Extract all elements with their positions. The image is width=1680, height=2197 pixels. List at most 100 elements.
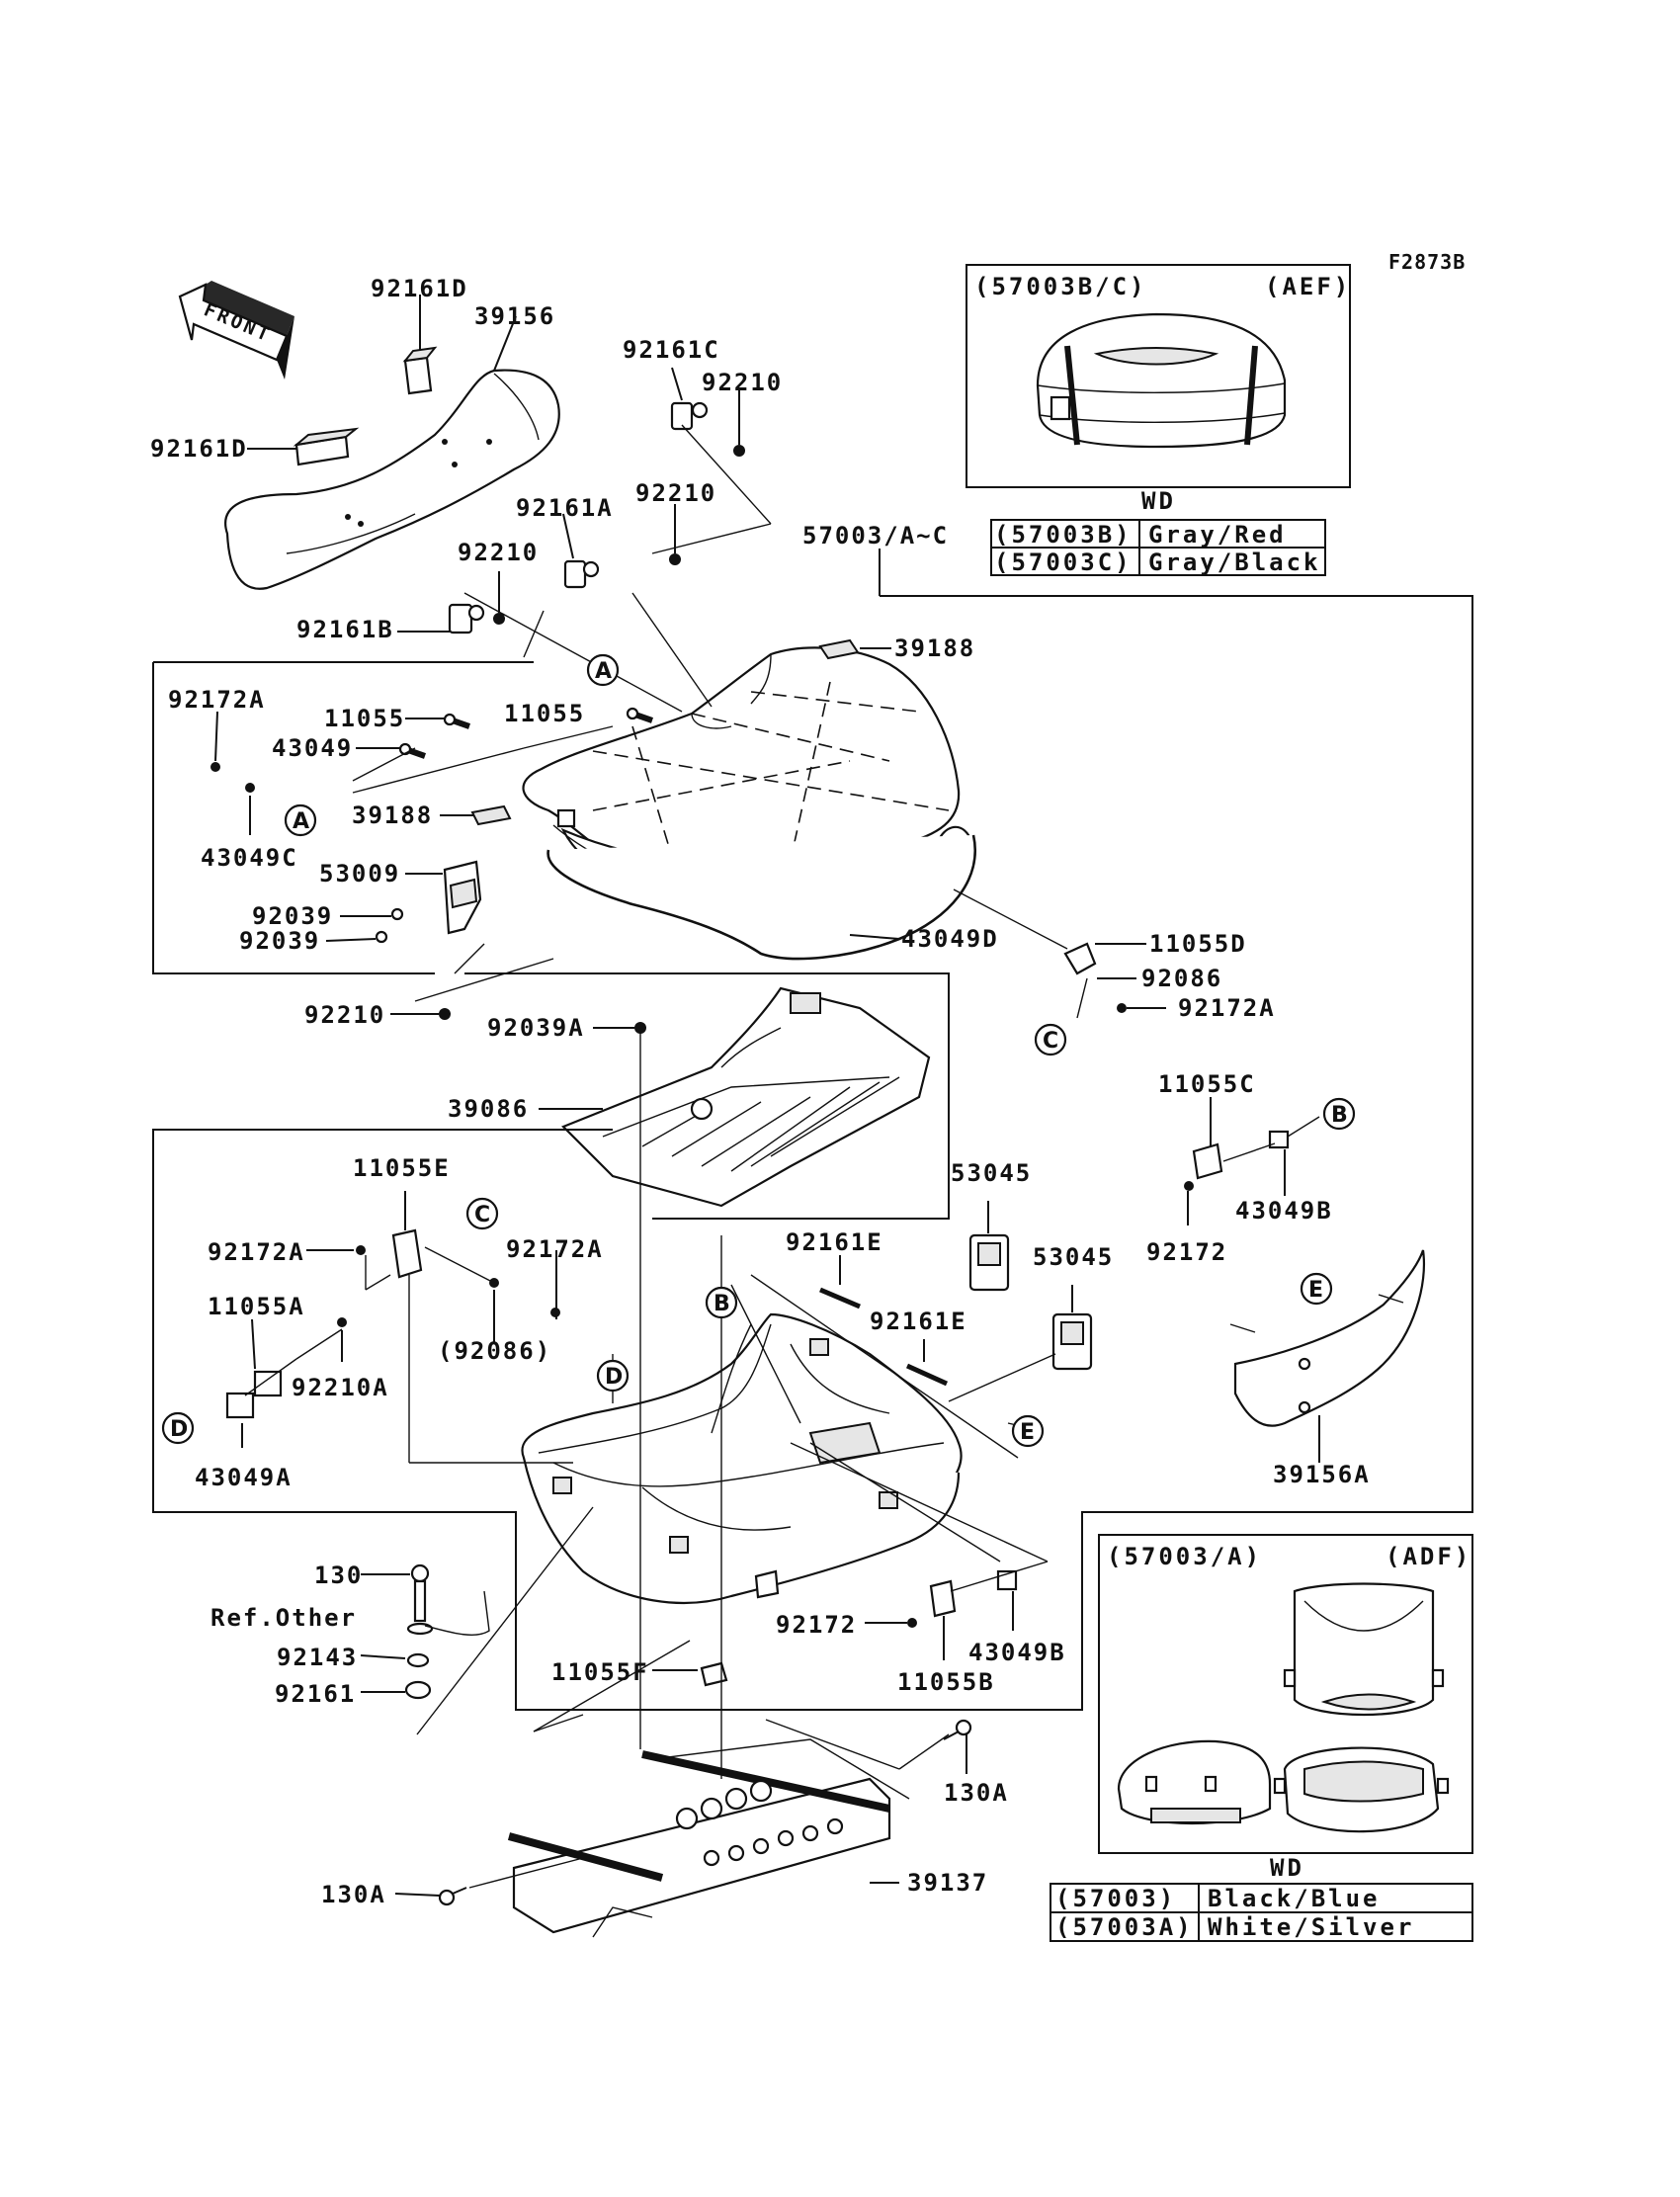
callout-43049B-b: 43049B: [968, 1639, 1066, 1666]
callout-11055B: 11055B: [897, 1668, 995, 1696]
bracket-11055D: [1063, 942, 1127, 1019]
bracket-11055F: [700, 1661, 728, 1687]
figure-code: F2873B: [1388, 250, 1466, 274]
variant-bottom-caption: WD: [1270, 1854, 1304, 1882]
svg-text:B: B: [1331, 1103, 1348, 1128]
callout-11055D: 11055D: [1149, 930, 1247, 958]
plate-11055A: [225, 1317, 347, 1419]
callout-39137: 39137: [907, 1869, 988, 1897]
svg-text:C: C: [474, 1203, 490, 1227]
carrier-39137: [507, 1738, 910, 1938]
callout-43049A: 43049A: [195, 1464, 293, 1491]
grommet-stack: [404, 1563, 490, 1700]
svg-text:D: D: [170, 1417, 188, 1442]
strip-92161E-b: [905, 1363, 949, 1387]
callout-labels: 92161D 39156 92161D 92161C 92210 92161A …: [150, 275, 1371, 1908]
callout-92039A: 92039A: [487, 1014, 585, 1042]
callout-92161A: 92161A: [516, 494, 614, 522]
seal-43049D: [546, 834, 976, 961]
ref-circle-E2: E: [1011, 1414, 1045, 1448]
callout-53045-a: 53045: [951, 1159, 1032, 1187]
seat-cushion-39156: [224, 369, 560, 590]
case-aef-illustration: [1036, 312, 1287, 449]
case-adf-illustration-left: [1117, 1739, 1272, 1825]
label-39188-a: [818, 638, 860, 660]
callout-92210-c: 92210: [458, 539, 539, 566]
callout-92172A-b: 92172A: [1178, 994, 1276, 1022]
callout-92210-b: 92210: [635, 479, 716, 507]
washer-43049C: [245, 783, 255, 793]
bracket-11055C: [1184, 1130, 1290, 1191]
svg-text:D: D: [605, 1365, 623, 1390]
clip-92161B: [448, 603, 505, 634]
callout-92210A: 92210A: [292, 1374, 389, 1401]
ref-circle-A1: A: [586, 653, 620, 687]
shield-hole-1: [1298, 1357, 1311, 1371]
callout-92172-b: 92172: [776, 1611, 857, 1639]
nut-92210-lower: [439, 1008, 451, 1020]
svg-text:B: B: [714, 1292, 730, 1316]
variant-bottom-region-label: (ADF): [1386, 1543, 1471, 1570]
hinge-53009: [375, 860, 482, 944]
variant-box-top: (57003B/C) (AEF) WD (57003B) Gray/Red (5…: [966, 264, 1351, 576]
ref-circle-B2: B: [705, 1286, 738, 1319]
case-body-57003: [521, 1312, 963, 1604]
front-arrow-icon: FRONT: [178, 281, 294, 380]
callout-92210-d: 92210: [304, 1001, 385, 1029]
callout-92161D-top: 92161D: [371, 275, 468, 302]
callout-130A-a: 130A: [944, 1779, 1009, 1807]
group-lines: [152, 549, 1473, 1711]
callout-130: 130: [314, 1562, 363, 1589]
clip-92161C: [670, 401, 745, 457]
callout-53009: 53009: [319, 860, 400, 887]
ref-circle-D2: D: [161, 1411, 195, 1445]
variant-bottom-table: (57003) Black/Blue (57003A) White/Silver: [1050, 1883, 1473, 1942]
callout-92039-b: 92039: [239, 927, 320, 955]
variant-bottom-row0-code: (57003): [1055, 1885, 1176, 1912]
callout-43049C: 43049C: [201, 844, 298, 872]
variant-bottom-row0-color: Black/Blue: [1208, 1885, 1381, 1912]
shield-hole-2: [1298, 1400, 1311, 1414]
screw-92172A-a: [210, 762, 220, 772]
tray-39086: [561, 986, 931, 1208]
callout-53045-b: 53045: [1033, 1243, 1114, 1271]
ref-circle-C2: C: [465, 1197, 499, 1230]
pad-92161D-left: [293, 427, 360, 466]
bolt-130A-b: [438, 1887, 467, 1906]
svg-text:A: A: [595, 659, 612, 684]
pin-11055-b: [626, 707, 653, 723]
variant-top-row1-color: Gray/Black: [1148, 549, 1321, 576]
clip-92039A: [634, 1022, 646, 1034]
callout-92172-a: 92172: [1146, 1238, 1227, 1266]
svg-text:E: E: [1308, 1278, 1323, 1303]
pad-92161D-top: [402, 346, 438, 395]
callout-92210-a: 92210: [702, 369, 783, 396]
ref-circle-E1: E: [1300, 1272, 1333, 1306]
case-adf-illustration-top: [1283, 1582, 1445, 1717]
callout-92161E-a: 92161E: [786, 1228, 883, 1256]
ref-circle-D1: D: [596, 1359, 630, 1393]
callout-92086p: (92086): [438, 1337, 551, 1365]
variant-bottom-part-label: (57003/A): [1107, 1543, 1262, 1570]
callout-92172A-c: 92172A: [208, 1238, 305, 1266]
variant-top-caption: WD: [1141, 487, 1176, 515]
callout-11055E: 11055E: [353, 1154, 451, 1182]
latch-53045-a: [968, 1233, 1010, 1292]
bracket-11055B: [907, 1569, 1018, 1628]
callout-92161D-left: 92161D: [150, 435, 248, 463]
callout-39156: 39156: [474, 302, 555, 330]
svg-text:E: E: [1020, 1420, 1035, 1445]
bracket-11055E: [356, 1228, 560, 1317]
callout-57003AC: 57003/A~C: [802, 522, 949, 549]
callout-39086: 39086: [448, 1095, 529, 1123]
case-adf-illustration-right: [1273, 1746, 1450, 1833]
callout-11055-b: 11055: [504, 700, 585, 727]
callout-92086: 92086: [1141, 965, 1222, 992]
callout-92161: 92161: [275, 1680, 356, 1708]
ref-circle-B1: B: [1322, 1097, 1356, 1131]
svg-text:C: C: [1043, 1029, 1058, 1054]
callout-92143: 92143: [277, 1644, 358, 1671]
callout-39156A: 39156A: [1273, 1461, 1371, 1488]
shield-39156A: [1233, 1249, 1425, 1427]
